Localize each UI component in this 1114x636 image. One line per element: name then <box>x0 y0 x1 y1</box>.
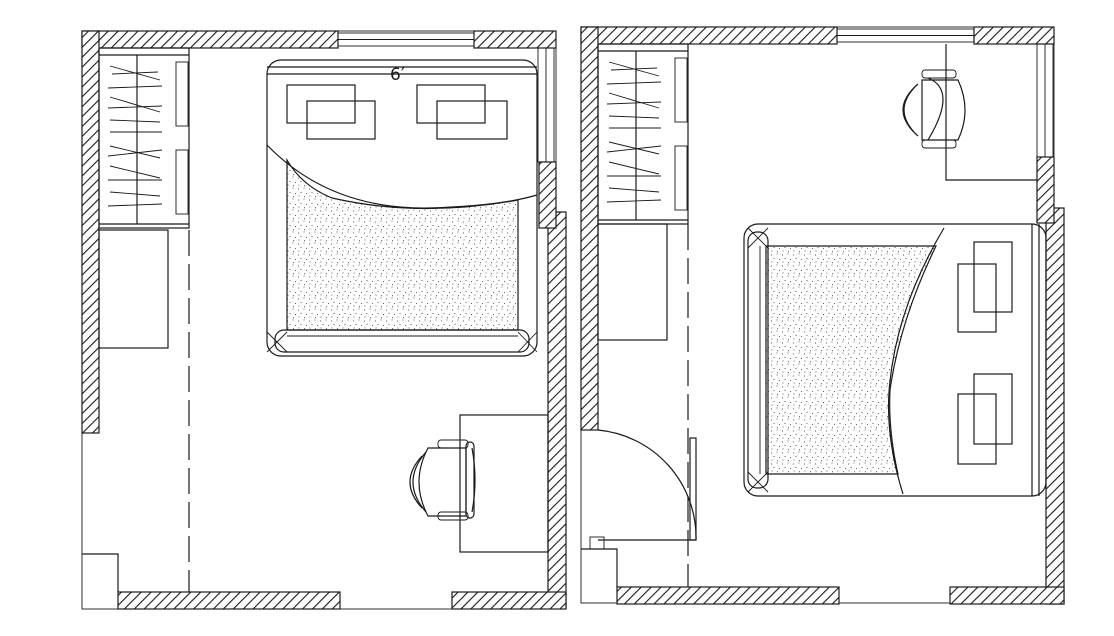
left-bottom-wall-a <box>117 591 341 610</box>
right-chair <box>902 69 966 149</box>
left-wardrobe <box>98 47 190 229</box>
right-wardrobe <box>597 43 689 225</box>
right-window <box>836 28 975 43</box>
left-right-wall-jog <box>538 161 557 229</box>
left-chair <box>409 439 476 521</box>
right-bed-pillows <box>957 241 1013 465</box>
right-bottom-wall-b <box>949 586 1065 605</box>
left-corner-box <box>82 553 119 592</box>
left-dimension-label: 6′ <box>390 65 405 85</box>
left-bedroom-plan: 6′ <box>81 30 567 610</box>
right-corner-box <box>581 548 618 587</box>
right-door <box>589 429 697 550</box>
right-side-window <box>1036 43 1054 158</box>
right-bottom-wall-a <box>616 586 840 605</box>
right-bed <box>743 223 1047 497</box>
right-top-wall-b <box>973 26 1055 45</box>
right-left-wall <box>580 26 599 431</box>
left-window <box>337 32 475 47</box>
left-bed-pillows <box>286 84 508 140</box>
left-top-wall-a <box>81 30 339 49</box>
right-top-wall-a <box>580 26 838 45</box>
right-hangers <box>606 61 662 203</box>
left-right-wall <box>547 211 567 609</box>
right-right-wall-jog <box>1036 156 1055 224</box>
left-side-window <box>537 47 555 163</box>
right-study-desk <box>945 44 1037 181</box>
left-hangers <box>107 65 163 207</box>
left-bed: 6′ <box>266 59 538 357</box>
left-study-desk <box>459 414 549 553</box>
right-bed-mattress <box>765 245 937 475</box>
right-dresser <box>597 223 668 341</box>
left-left-wall <box>81 30 100 434</box>
right-bedroom-plan <box>580 26 1065 605</box>
left-dresser <box>98 229 169 349</box>
right-right-wall <box>1045 207 1065 605</box>
left-top-wall-b <box>473 30 557 49</box>
left-bottom-wall-b <box>451 591 567 610</box>
